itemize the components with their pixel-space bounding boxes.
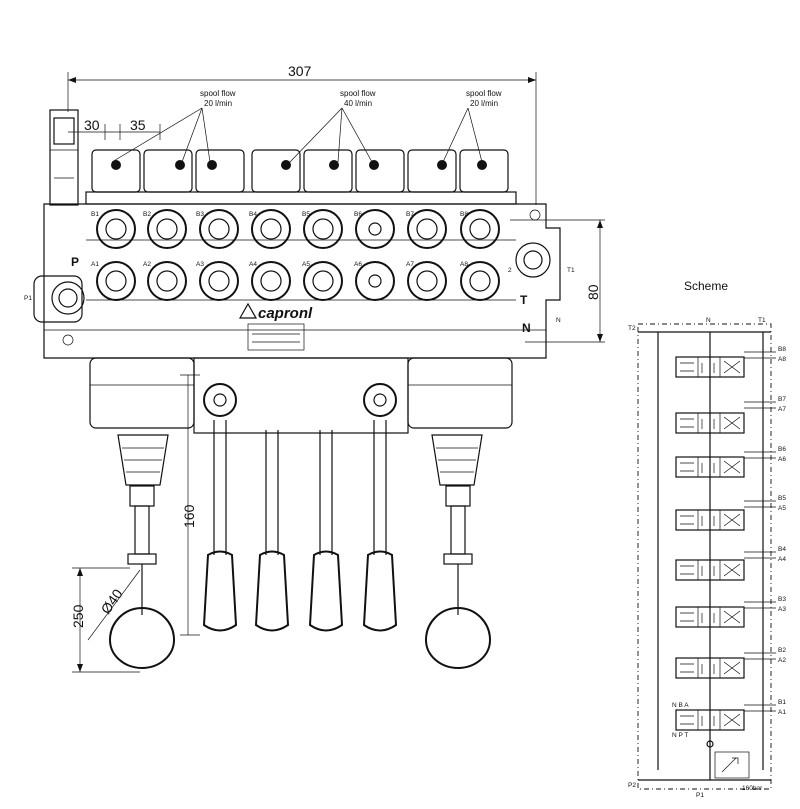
dim-spool-pitch: 35	[130, 117, 146, 133]
dim-lever-height: 160	[181, 504, 197, 528]
scheme-sec1-bottom: N P T	[672, 732, 688, 739]
dim-knob-height: 250	[70, 604, 86, 628]
spool-flow-note-1-line2: 20 l/min	[204, 99, 232, 108]
spool-flow-notes: spool flow 20 l/min spool flow 40 l/min …	[111, 89, 502, 163]
dim-offset: 30	[84, 117, 100, 133]
scheme-port-a1: A1	[778, 709, 786, 716]
scheme-port-a4: A4	[778, 556, 786, 563]
scheme-label-t1: T1	[758, 317, 766, 324]
scheme-port-a2: A2	[778, 657, 786, 664]
spool-flow-note-2-line2: 40 l/min	[344, 99, 372, 108]
port-label-a8: A8	[460, 261, 468, 268]
scheme-relief-pressure: 160bar	[742, 785, 763, 792]
scheme-port-b7: B7	[778, 396, 786, 403]
scheme-label-n: N	[706, 317, 711, 324]
spool-flow-note-3-line2: 20 l/min	[470, 99, 498, 108]
port-label-a6: A6	[354, 261, 362, 268]
right-joystick	[424, 434, 492, 669]
scheme-port-b8: B8	[778, 346, 786, 353]
port-label-b3: B3	[196, 211, 204, 218]
port-label-p: P	[71, 255, 79, 269]
port-label-n: N	[522, 321, 531, 335]
port-label-n-small: N	[556, 317, 561, 324]
scheme-port-lines	[744, 351, 776, 712]
scheme-port-b2: B2	[778, 647, 786, 654]
scheme-port-b4: B4	[778, 546, 786, 553]
scheme-port-labels: B8 A8 B7 A7 B6 A6 B5 A5 B4 A4 B3 A3 B2 A…	[778, 346, 786, 716]
port-label-b6: B6	[354, 211, 362, 218]
scheme-port-b5: B5	[778, 495, 786, 502]
valve-body	[33, 109, 561, 359]
scheme-port-a8: A8	[778, 356, 786, 363]
scheme-port-a7: A7	[778, 406, 786, 413]
hand-levers	[202, 420, 398, 632]
scheme-port-b6: B6	[778, 446, 786, 453]
port-label-b8: B8	[460, 211, 468, 218]
dim-height: 80	[585, 284, 601, 300]
port-labels: B1 B2 B3 B4 B5 B6 B7 B8 A1 A2 A3 A4 A5 A…	[24, 211, 575, 335]
scheme-label-p2: P2	[628, 782, 636, 789]
port-label-b7: B7	[406, 211, 414, 218]
spool-flow-note-2-line1: spool flow	[340, 89, 376, 98]
port-label-t1: T1	[567, 267, 575, 274]
scheme-port-b3: B3	[778, 596, 786, 603]
joystick-housings	[89, 357, 513, 434]
dim-overall-width: 307	[288, 63, 312, 79]
scheme-spool-symbols	[675, 356, 745, 731]
port-label-a2: A2	[143, 261, 151, 268]
port-label-t-small: 2	[508, 267, 512, 274]
port-bosses-b	[96, 209, 500, 249]
scheme-sec1-top: N B A	[672, 702, 689, 709]
port-label-a5: A5	[302, 261, 310, 268]
port-label-b5: B5	[302, 211, 310, 218]
port-label-a1: A1	[91, 261, 99, 268]
scheme-label-p1: P1	[696, 792, 704, 799]
scheme-port-a3: A3	[778, 606, 786, 613]
scheme-port-a6: A6	[778, 456, 786, 463]
port-label-a4: A4	[249, 261, 257, 268]
port-label-b1: B1	[91, 211, 99, 218]
port-label-a3: A3	[196, 261, 204, 268]
port-label-a7: A7	[406, 261, 414, 268]
scheme-label-t2: T2	[628, 325, 636, 332]
hydraulic-scheme	[637, 323, 776, 790]
brand-logo: capronl	[238, 302, 313, 351]
dimension-lines	[67, 72, 605, 673]
scheme-port-b1: B1	[778, 699, 786, 706]
left-joystick	[108, 434, 176, 669]
port-label-t: T	[520, 293, 528, 307]
spool-flow-note-3-line1: spool flow	[466, 89, 502, 98]
port-label-b4: B4	[249, 211, 257, 218]
dim-knob-diameter: Ø40	[97, 586, 125, 617]
port-label-p1: P1	[24, 295, 32, 302]
port-bosses-a	[96, 261, 500, 301]
port-label-b2: B2	[143, 211, 151, 218]
brand-text: capronl	[258, 305, 313, 322]
spool-flow-note-1-line1: spool flow	[200, 89, 236, 98]
scheme-port-a5: A5	[778, 505, 786, 512]
scheme-title: Scheme	[684, 279, 728, 293]
